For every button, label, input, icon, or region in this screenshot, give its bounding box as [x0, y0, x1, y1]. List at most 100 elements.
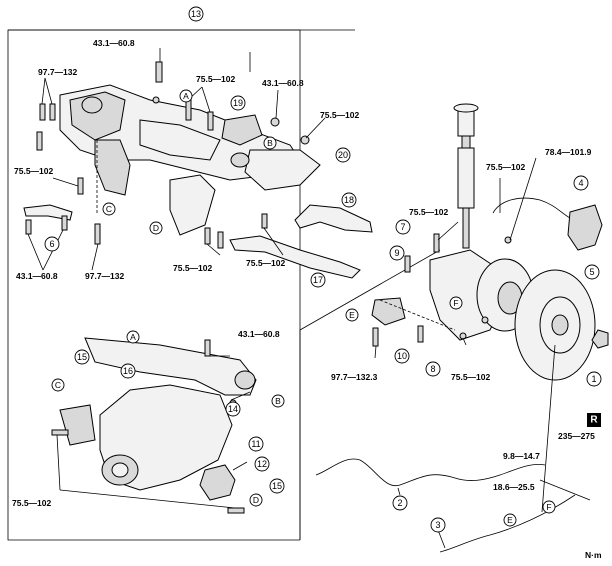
torque-label: 75.5—102 [246, 258, 285, 268]
torque-label: 97.7—132 [85, 271, 124, 281]
ref-B-lower: B [271, 394, 285, 408]
callout-1: 1 [586, 371, 602, 387]
svg-text:A: A [130, 332, 136, 342]
ref-B-upper: B [263, 136, 277, 150]
callout-16: 16 [120, 363, 136, 379]
r-box-marker: R [587, 413, 601, 427]
ref-F-knuckle: F [449, 296, 463, 310]
differential-assembly [51, 337, 257, 514]
torque-label: 97.7—132.3 [331, 372, 378, 382]
callout-2: 2 [392, 495, 408, 511]
ref-E-knuckle: E [345, 308, 359, 322]
torque-label: 75.5—102 [486, 162, 525, 172]
torque-label: 75.5—102 [409, 207, 448, 217]
shock-absorber [453, 103, 479, 249]
torque-label: 43.1—60.8 [93, 38, 135, 48]
callout-3: 3 [430, 517, 446, 533]
svg-text:15: 15 [77, 352, 87, 362]
frame-diagonal-upper [299, 249, 441, 331]
ref-E-cable: E [503, 513, 517, 527]
torque-label: 75.5—102 [196, 74, 235, 84]
callout-10: 10 [394, 348, 410, 364]
svg-text:12: 12 [257, 459, 267, 469]
svg-text:2: 2 [397, 498, 402, 508]
callout-9: 9 [389, 245, 405, 261]
ref-A-upper: A [179, 89, 193, 103]
svg-text:C: C [55, 380, 61, 390]
svg-text:10: 10 [397, 351, 407, 361]
torque-label: 43.1—60.8 [238, 329, 280, 339]
callout-19: 19 [230, 95, 246, 111]
svg-text:E: E [349, 310, 355, 320]
svg-text:9: 9 [394, 248, 399, 258]
bolts-right-group [229, 233, 512, 407]
svg-text:A: A [183, 91, 189, 101]
callout-13: 13 [188, 6, 204, 22]
svg-text:19: 19 [233, 98, 243, 108]
ref-A-lower: A [126, 330, 140, 344]
torque-label: 75.5—102 [14, 166, 53, 176]
callout-5: 5 [584, 264, 600, 280]
svg-text:B: B [275, 396, 281, 406]
callout-6: 6 [44, 236, 60, 252]
svg-text:E: E [507, 515, 513, 525]
svg-text:C: C [106, 204, 112, 214]
torque-label: 43.1—60.8 [16, 271, 58, 281]
torque-label: 75.5—102 [320, 110, 359, 120]
torque-label: 78.4—101.9 [545, 147, 592, 157]
ref-C-upper: C [102, 202, 116, 216]
svg-text:1: 1 [591, 374, 596, 384]
ref-line-e-f [379, 299, 456, 331]
svg-text:13: 13 [191, 9, 201, 19]
svg-text:D: D [153, 223, 159, 233]
svg-text:18: 18 [344, 195, 354, 205]
svg-text:17: 17 [313, 275, 323, 285]
hub-nut [591, 329, 609, 349]
svg-text:4: 4 [578, 178, 583, 188]
svg-text:14: 14 [228, 404, 238, 414]
ref-D-lower: D [249, 493, 263, 507]
callout-14: 14 [225, 401, 241, 417]
callout-20: 20 [335, 147, 351, 163]
callout-4: 4 [573, 175, 589, 191]
abs-sensor-wire [492, 197, 571, 219]
svg-text:B: B [267, 138, 273, 148]
lower-arm-17 [229, 235, 361, 279]
svg-text:5: 5 [589, 267, 594, 277]
bolts-upper-group [25, 61, 310, 249]
svg-text:11: 11 [251, 439, 260, 449]
svg-text:6: 6 [49, 239, 54, 249]
svg-text:R: R [590, 415, 598, 426]
brake-disc [514, 269, 596, 381]
torque-label: 75.5—102 [12, 498, 51, 508]
svg-text:3: 3 [435, 520, 440, 530]
callout-15a: 15 [74, 349, 90, 365]
callout-7: 7 [395, 219, 411, 235]
svg-text:20: 20 [338, 150, 348, 160]
ref-F-cable: F [542, 500, 556, 514]
upper-arm-18 [294, 204, 373, 233]
torque-label: 235—275 [558, 431, 595, 441]
torque-label: 9.8—14.7 [503, 451, 540, 461]
torque-label: 18.6—25.5 [493, 482, 535, 492]
svg-text:16: 16 [123, 366, 133, 376]
ref-C-lower: C [51, 378, 65, 392]
stabilizer-link-6 [23, 204, 73, 221]
callout-12: 12 [254, 456, 270, 472]
callout-17: 17 [310, 272, 326, 288]
crossmember [59, 84, 321, 236]
caliper [567, 204, 603, 251]
torque-label: 43.1—60.8 [262, 78, 304, 88]
svg-text:F: F [453, 298, 458, 308]
wiring-harness-2 [315, 458, 546, 487]
svg-text:7: 7 [400, 222, 405, 232]
callout-8: 8 [425, 361, 441, 377]
svg-text:D: D [253, 495, 259, 505]
callout-11: 11 [248, 436, 264, 452]
torque-label: 97.7—132 [38, 67, 77, 77]
torque-label: 75.5—102 [173, 263, 212, 273]
callout-18: 18 [341, 192, 357, 208]
unit-label: N·m [585, 550, 602, 560]
ref-D-upper: D [149, 221, 163, 235]
